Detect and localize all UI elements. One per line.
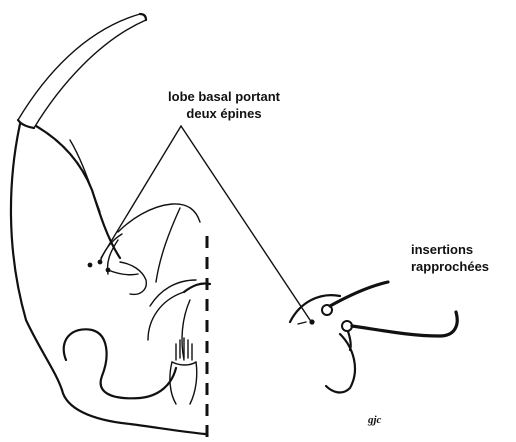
basal-lobe-label-line1: lobe basal portant <box>168 89 281 104</box>
label-pointer-lines <box>101 126 310 320</box>
flagellum <box>18 14 146 128</box>
body-outline <box>11 124 205 434</box>
insertions-label-line1: insertions <box>411 242 473 257</box>
artist-signature: gjc <box>367 414 382 426</box>
inner-lobes <box>107 204 210 404</box>
detail-insertions <box>290 282 457 392</box>
basal-lobe-label-line2: deux épines <box>186 106 261 121</box>
insertions-label-line2: rapprochées <box>411 259 489 274</box>
basal-lobe-spines <box>88 234 138 275</box>
